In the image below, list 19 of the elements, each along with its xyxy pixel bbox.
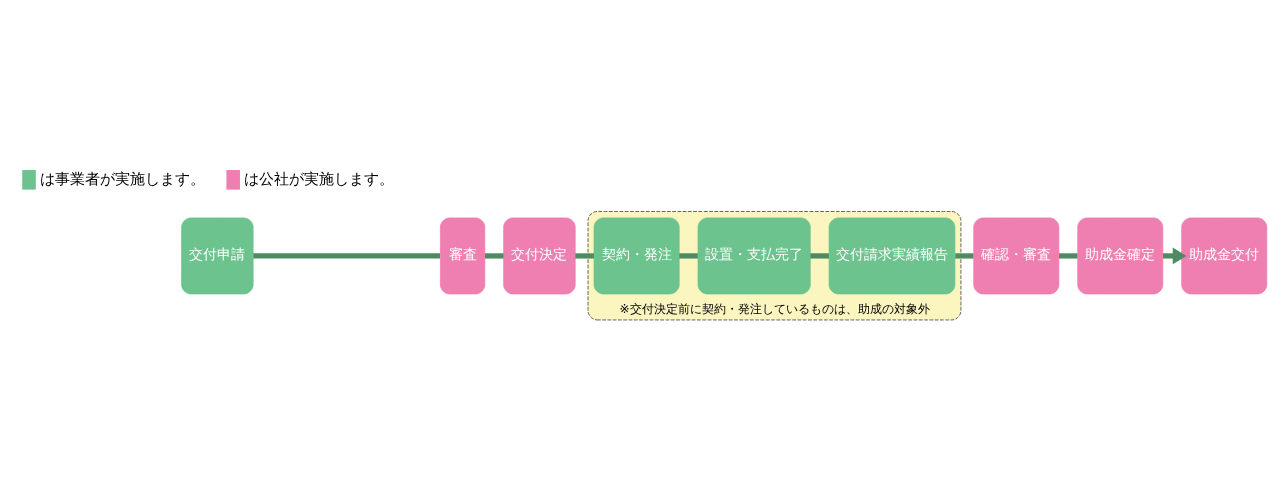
connector — [575, 253, 594, 259]
node-box: 交付申請 — [181, 217, 254, 295]
connector — [253, 253, 441, 259]
node-box: 交付決定 — [503, 217, 576, 295]
legend-label: は事業者が実施します。 — [40, 169, 206, 188]
node-box: 確認・審査 — [973, 217, 1060, 295]
node-box: 設置・支払完了 — [697, 217, 811, 295]
connector — [679, 253, 698, 259]
connector — [1059, 253, 1078, 259]
node-box: 助成金交付 — [1181, 217, 1268, 295]
node-box: 契約・発注 — [593, 217, 680, 295]
node-box: 交付請求実績報告 — [828, 217, 956, 295]
connector — [955, 253, 974, 259]
node-box: 審査 — [440, 217, 486, 295]
arrow — [1163, 247, 1187, 265]
connector — [484, 253, 504, 259]
legend-label: は公社が実施します。 — [244, 169, 395, 188]
node-box: 助成金確定 — [1077, 217, 1164, 295]
connector — [810, 253, 829, 259]
